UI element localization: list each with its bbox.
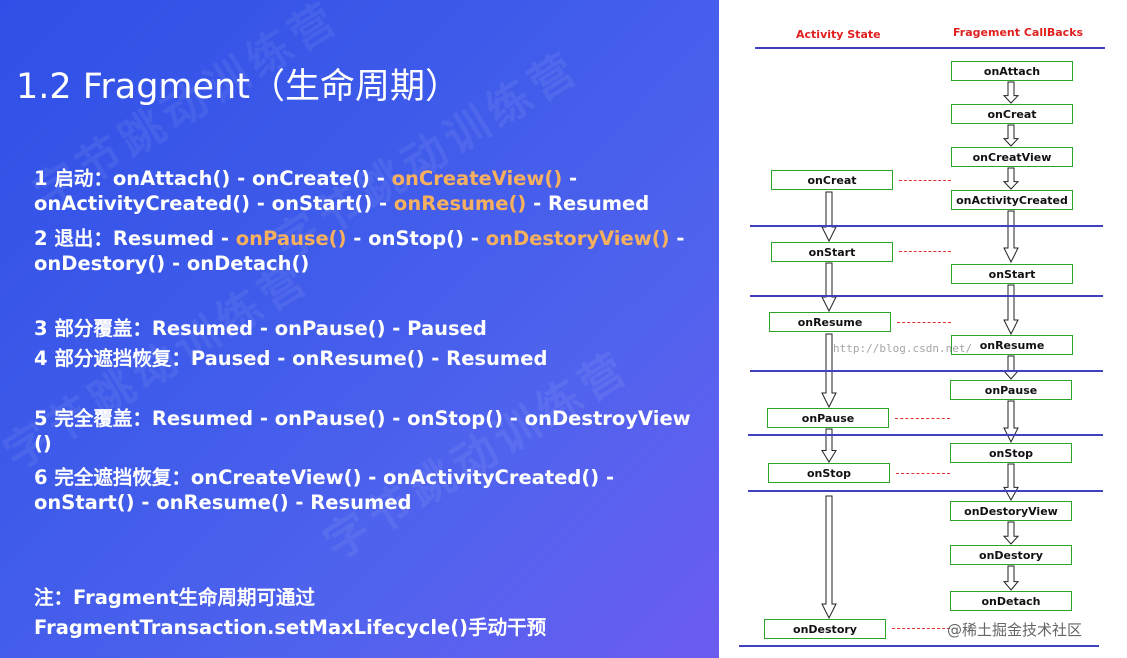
phase-divider — [750, 370, 1103, 372]
dashed-connector — [897, 322, 951, 323]
fragment-callback-box: onCreat — [951, 104, 1073, 124]
exit-label: 2 退出： — [34, 227, 113, 250]
highlight-oncreateview: onCreateView() — [391, 167, 563, 190]
full-restore-line-2: onStart() - onResume() - Resumed — [34, 491, 412, 514]
phase-divider — [739, 645, 1099, 647]
slide-title: 1.2 Fragment（生命周期） — [16, 67, 460, 107]
csdn-watermark: http://blog.csdn.net/ — [833, 342, 973, 355]
full-restore-line-1: 6 完全遮挡恢复：onCreateView() - onActivityCrea… — [34, 461, 614, 490]
fragment-callbacks-header: Fragement CallBacks — [953, 26, 1084, 39]
activity-state-box: onPause — [767, 408, 889, 428]
down-arrow — [1003, 463, 1019, 502]
dashed-connector — [892, 628, 950, 629]
phase-divider — [750, 295, 1103, 297]
fragment-callback-box: onCreatView — [951, 147, 1073, 167]
highlight-onresume: onResume() — [393, 192, 527, 215]
highlight-onpause: onPause() — [235, 227, 347, 250]
down-arrow — [1002, 167, 1020, 190]
activity-state-header: Activity State — [796, 28, 881, 41]
footer-watermark: @稀土掘金技术社区 — [947, 621, 1083, 639]
full-cover-label: 5 完全覆盖： — [34, 407, 152, 430]
note-line-2: FragmentTransaction.setMaxLifecycle()手动干… — [34, 616, 547, 639]
fragment-callback-box: onStop — [950, 443, 1072, 463]
exit-text: - — [669, 227, 685, 250]
down-arrow — [1002, 565, 1020, 591]
phase-divider — [750, 225, 1103, 227]
launch-text: - — [562, 167, 578, 190]
lifecycle-diagram: Activity State Fragement CallBacks onCre… — [719, 0, 1127, 658]
down-arrow — [821, 495, 837, 620]
down-arrow — [1002, 521, 1020, 545]
full-cover-line-2: () — [34, 432, 52, 455]
launch-text: onActivityCreated() - onStart() - — [34, 192, 394, 215]
activity-state-box: onStart — [771, 242, 893, 262]
dashed-connector — [896, 473, 950, 474]
fragment-callback-box: onDetach — [950, 591, 1072, 611]
full-restore-text: onCreateView() - onActivityCreated() - — [190, 466, 615, 489]
dashed-connector — [895, 418, 950, 419]
slide-panel: 字节跳动训练营 字节跳动训练营 字节跳动训练营 字节跳动训练营 1.2 Frag… — [0, 0, 719, 658]
launch-label: 1 启动： — [34, 167, 113, 190]
down-arrow — [1002, 124, 1020, 147]
fragment-callback-box: onAttach — [951, 61, 1073, 81]
activity-state-box: onResume — [769, 312, 891, 332]
diagram-arrows — [821, 81, 1020, 620]
partial-cover-text: Resumed - onPause() - Paused — [151, 317, 487, 340]
launch-text: onAttach() - onCreate() - — [112, 167, 392, 190]
full-cover-text: Resumed - onPause() - onStop() - onDestr… — [151, 407, 691, 430]
header-divider — [755, 47, 1105, 49]
partial-cover-label: 3 部分覆盖： — [34, 317, 152, 340]
down-arrow — [1002, 81, 1020, 104]
partial-restore-text: Paused - onResume() - Resumed — [190, 347, 548, 370]
fragment-callback-box: onResume — [951, 335, 1073, 355]
note-line-1: 注：Fragment生命周期可通过 — [34, 586, 316, 609]
down-arrow — [821, 428, 837, 463]
down-arrow — [1002, 355, 1020, 380]
launch-line-2: onActivityCreated() - onStart() - onResu… — [34, 192, 649, 215]
dashed-connector — [899, 251, 951, 252]
fragment-callback-box: onActivityCreated — [951, 190, 1073, 210]
partial-cover-line: 3 部分覆盖：Resumed - onPause() - Paused — [34, 312, 487, 341]
exit-line-1: 2 退出：Resumed - onPause() - onStop() - on… — [34, 222, 684, 251]
exit-text: Resumed - — [112, 227, 236, 250]
partial-restore-line: 4 部分遮挡恢复：Paused - onResume() - Resumed — [34, 342, 547, 371]
full-cover-line-1: 5 完全覆盖：Resumed - onPause() - onStop() - … — [34, 402, 691, 431]
full-restore-text: onStart() - onResume() - Resumed — [34, 491, 412, 514]
highlight-ondestoryview: onDestoryView() — [485, 227, 670, 250]
activity-state-box: onCreat — [771, 170, 893, 190]
fragment-callback-box: onDestory — [950, 545, 1072, 565]
fragment-callback-box: onDestoryView — [950, 501, 1072, 521]
fragment-callback-box: onStart — [951, 264, 1073, 284]
phase-divider — [748, 490, 1103, 492]
down-arrow — [821, 262, 837, 313]
activity-state-box: onStop — [768, 463, 890, 483]
exit-line-2: onDestory() - onDetach() — [34, 252, 309, 275]
down-arrow — [821, 191, 837, 243]
launch-text: - Resumed — [526, 192, 650, 215]
exit-text: onDestory() - onDetach() — [34, 252, 310, 275]
phase-divider — [748, 434, 1103, 436]
fragment-callback-box: onPause — [950, 380, 1072, 400]
full-restore-label: 6 完全遮挡恢复： — [34, 466, 191, 489]
dashed-connector — [899, 180, 951, 181]
launch-line-1: 1 启动：onAttach() - onCreate() - onCreateV… — [34, 162, 577, 191]
down-arrow — [1003, 284, 1019, 336]
activity-state-box: onDestory — [764, 619, 886, 639]
down-arrow — [1003, 210, 1019, 264]
exit-text: - onStop() - — [346, 227, 486, 250]
full-cover-text: () — [34, 432, 52, 455]
partial-restore-label: 4 部分遮挡恢复： — [34, 347, 191, 370]
